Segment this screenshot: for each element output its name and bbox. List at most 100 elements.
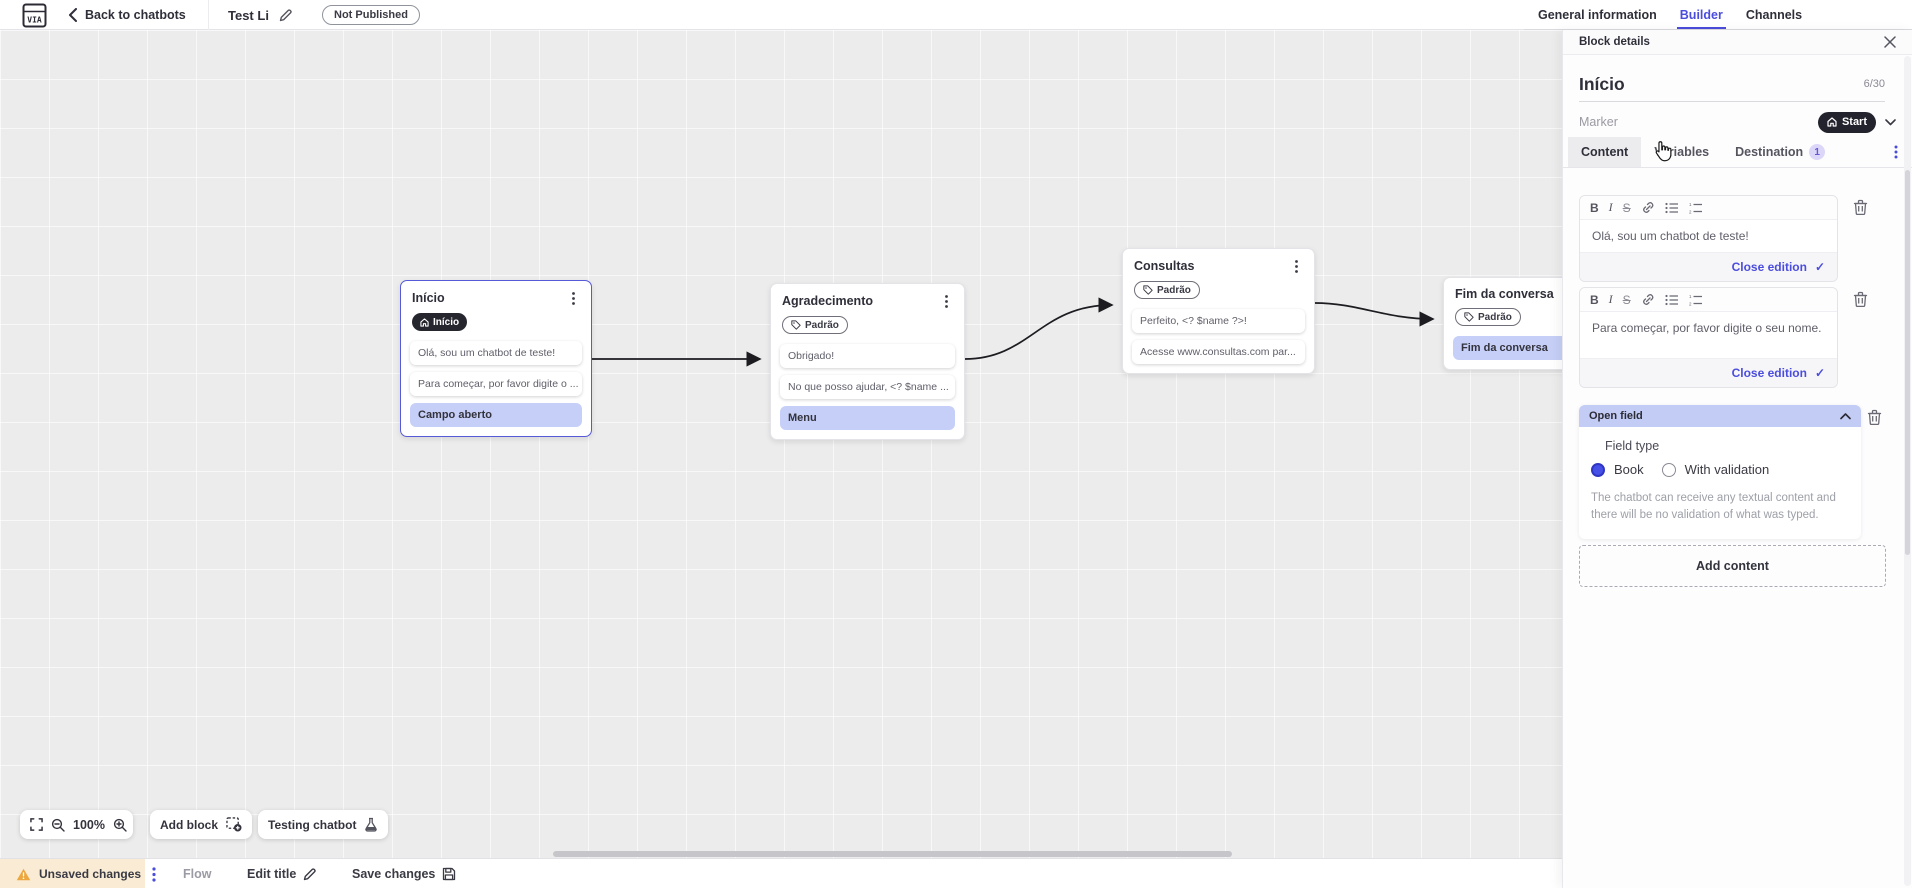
- numbered-list-icon[interactable]: 12: [1689, 294, 1703, 306]
- char-counter: 6/30: [1863, 78, 1885, 90]
- bottom-bar: Unsaved changes Flow Edit title Save cha…: [0, 858, 1562, 888]
- back-label: Back to chatbots: [85, 8, 186, 22]
- chatbot-title: Test Li: [228, 0, 293, 30]
- edit-title-pencil-icon[interactable]: [279, 8, 293, 22]
- numbered-list-icon[interactable]: 12: [1689, 202, 1703, 214]
- flow-node-fim-da-conversa[interactable]: Fim da conversa Padrão Fim da conversa: [1443, 277, 1562, 370]
- node-content-item[interactable]: Olá, sou um chatbot de teste!: [410, 340, 582, 365]
- tab-general-information[interactable]: General information: [1538, 8, 1657, 22]
- block-name-input[interactable]: Início: [1579, 74, 1625, 94]
- node-menu-kebab-icon[interactable]: [939, 293, 953, 309]
- radio-selected-icon[interactable]: [1591, 462, 1605, 477]
- zoom-toolbar: 100%: [20, 810, 133, 839]
- radio-with-validation[interactable]: With validation: [1661, 462, 1769, 477]
- close-edition-button[interactable]: Close edition: [1731, 366, 1807, 380]
- node-content-item[interactable]: Para começar, por favor digite o ...: [410, 371, 582, 396]
- app-logo: VIA: [22, 3, 47, 28]
- flow-menu-item[interactable]: Flow: [183, 867, 212, 881]
- node-field-item[interactable]: Campo aberto: [410, 402, 582, 427]
- panel-scrollbar[interactable]: [1905, 170, 1910, 555]
- field-type-help-text: The chatbot can receive any textual cont…: [1591, 492, 1836, 522]
- panel-menu-kebab-icon[interactable]: [1894, 137, 1898, 167]
- flow-node-inicio[interactable]: Início Início Olá, sou um chatbot de tes…: [400, 280, 592, 437]
- zoom-in-icon[interactable]: [113, 818, 127, 832]
- block-name-underline: [1579, 101, 1885, 102]
- flow-canvas[interactable]: Início Início Olá, sou um chatbot de tes…: [0, 30, 1562, 858]
- delete-open-field-button[interactable]: [1867, 409, 1882, 425]
- add-block-button[interactable]: Add block: [150, 810, 253, 839]
- add-content-button[interactable]: Add content: [1579, 545, 1886, 587]
- edit-title-button[interactable]: Edit title: [247, 859, 317, 888]
- panel-tabs: Content Variables Destination 1: [1563, 137, 1912, 168]
- chevron-down-icon[interactable]: [1885, 118, 1896, 126]
- strikethrough-icon[interactable]: S: [1622, 292, 1631, 307]
- chatbot-title-text[interactable]: Test Li: [228, 7, 269, 23]
- radio-book[interactable]: Book: [1591, 462, 1644, 477]
- block-details-panel: Block details Início 6/30 Marker Start C…: [1562, 30, 1912, 888]
- node-content-item[interactable]: Obrigado!: [780, 344, 955, 368]
- delete-content-button[interactable]: [1853, 291, 1868, 307]
- svg-text:2: 2: [1689, 209, 1692, 214]
- bold-icon[interactable]: B: [1590, 200, 1599, 215]
- delete-content-button[interactable]: [1853, 199, 1868, 215]
- node-marker-badge: Padrão: [782, 316, 848, 334]
- strikethrough-icon[interactable]: S: [1622, 200, 1631, 215]
- marker-row: Marker Start: [1579, 110, 1896, 134]
- flow-node-consultas[interactable]: Consultas Padrão Perfeito, <? $name ?>! …: [1122, 248, 1315, 374]
- tab-content[interactable]: Content: [1568, 137, 1642, 167]
- header-divider: [208, 0, 209, 30]
- svg-text:1: 1: [1689, 294, 1692, 299]
- node-marker-badge: Padrão: [1455, 308, 1521, 326]
- testing-chatbot-label: Testing chatbot: [268, 817, 357, 832]
- unsaved-changes-label: Unsaved changes: [39, 867, 142, 881]
- pencil-icon: [304, 868, 316, 881]
- link-icon[interactable]: [1641, 201, 1655, 214]
- node-menu-kebab-icon[interactable]: [1289, 258, 1303, 274]
- node-field-item[interactable]: Fim da conversa: [1453, 336, 1562, 360]
- node-marker-badge: Início: [412, 313, 468, 331]
- horizontal-scrollbar[interactable]: [553, 851, 1232, 857]
- trash-icon: [1853, 291, 1868, 307]
- radio-unselected-icon[interactable]: [1661, 462, 1676, 477]
- tab-variables[interactable]: Variables: [1654, 145, 1710, 159]
- node-content-item[interactable]: Acesse www.consultas.com par...: [1132, 340, 1305, 364]
- warning-icon: [16, 868, 31, 880]
- tab-destination[interactable]: Destination 1: [1722, 137, 1838, 167]
- close-icon[interactable]: [1884, 36, 1896, 48]
- editor-text-area[interactable]: Para começar, por favor digite o seu nom…: [1580, 311, 1837, 359]
- tab-builder[interactable]: Builder: [1676, 0, 1726, 30]
- back-to-chatbots-button[interactable]: Back to chatbots: [68, 0, 186, 30]
- marker-select[interactable]: Start: [1817, 111, 1876, 133]
- bullet-list-icon[interactable]: [1665, 294, 1679, 306]
- trash-icon: [1853, 199, 1868, 215]
- chevron-up-icon[interactable]: [1840, 412, 1851, 420]
- tab-channels[interactable]: Channels: [1745, 8, 1803, 22]
- destination-count-badge: 1: [1809, 144, 1826, 160]
- bold-icon[interactable]: B: [1590, 292, 1599, 307]
- node-menu-kebab-icon[interactable]: [566, 290, 580, 306]
- link-icon[interactable]: [1641, 293, 1655, 306]
- save-changes-button[interactable]: Save changes: [352, 859, 456, 888]
- status-badge: Not Published: [322, 5, 420, 25]
- bullet-list-icon[interactable]: [1665, 202, 1679, 214]
- node-field-item[interactable]: Menu: [780, 406, 955, 430]
- close-edition-button[interactable]: Close edition: [1731, 260, 1807, 275]
- flask-icon: [365, 817, 378, 832]
- open-field-header[interactable]: Open field: [1579, 405, 1861, 427]
- node-content-item[interactable]: No que posso ajudar, <? $name ...: [780, 375, 955, 399]
- italic-icon[interactable]: I: [1608, 292, 1613, 306]
- marker-label: Marker: [1579, 115, 1618, 129]
- open-field-title: Open field: [1589, 410, 1643, 422]
- bottom-menu-kebab-icon[interactable]: [152, 859, 156, 888]
- flow-node-agradecimento[interactable]: Agradecimento Padrão Obrigado! No que po…: [770, 283, 965, 440]
- node-title: Agradecimento: [782, 294, 873, 308]
- testing-chatbot-button[interactable]: Testing chatbot: [258, 810, 389, 839]
- node-content-item[interactable]: Perfeito, <? $name ?>!: [1132, 309, 1305, 333]
- zoom-out-icon[interactable]: [51, 818, 65, 832]
- fullscreen-icon[interactable]: [30, 818, 43, 831]
- editor-text-area[interactable]: Olá, sou um chatbot de teste!: [1580, 219, 1837, 254]
- italic-icon[interactable]: I: [1608, 200, 1613, 214]
